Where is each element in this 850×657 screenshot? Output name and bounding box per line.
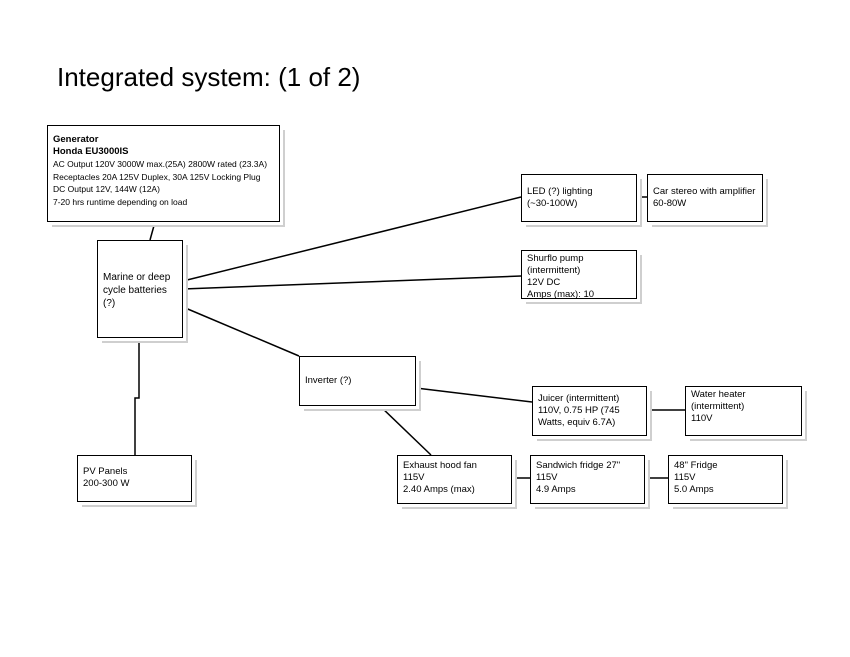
- car-stereo-node: Car stereo with amplifier 60-80W: [647, 174, 763, 222]
- juicer-label: Juicer (intermittent): [538, 393, 620, 404]
- edge-batteries-pv-panels: [134, 338, 140, 455]
- juicer-spec-1: 110V, 0.75 HP (745: [538, 405, 620, 416]
- edge-inverter-juicer: [415, 387, 533, 403]
- water-heater-node: Water heater (intermittent) 110V: [685, 386, 802, 436]
- sandwich-fridge-label: Sandwich fridge 27": [536, 460, 621, 471]
- water-heater-voltage: 110V: [691, 413, 713, 424]
- exhaust-hood-fan-voltage: 115V: [403, 472, 425, 483]
- fridge-48-node: 48" Fridge 115V 5.0 Amps: [668, 455, 783, 504]
- juicer-spec-2: Watts, equiv 6.7A): [538, 417, 616, 428]
- edge-generator-batteries: [149, 221, 156, 241]
- exhaust-hood-fan-amps: 2.40 Amps (max): [403, 484, 475, 495]
- edge-batteries-led-lighting: [182, 196, 522, 282]
- generator-label: Generator: [53, 134, 99, 145]
- generator-dc-output: DC Output 12V, 144W (12A): [53, 184, 160, 194]
- inverter-node: Inverter (?): [299, 356, 416, 406]
- shurflo-pump-node: Shurflo pump (intermittent) 12V DC Amps …: [521, 250, 637, 299]
- edge-batteries-inverter: [182, 306, 300, 357]
- generator-ac-output: AC Output 120V 3000W max.(25A) 2800W rat…: [53, 159, 268, 169]
- exhaust-hood-fan-label: Exhaust hood fan: [403, 460, 477, 471]
- fridge-48-amps: 5.0 Amps: [674, 484, 714, 495]
- juicer-node: Juicer (intermittent) 110V, 0.75 HP (745…: [532, 386, 647, 436]
- led-lighting-wattage: (~30-100W): [527, 198, 578, 209]
- batteries-line-1: Marine or deep: [103, 272, 171, 283]
- car-stereo-label: Car stereo with amplifier: [653, 186, 756, 197]
- shurflo-pump-label: Shurflo pump: [527, 253, 584, 264]
- car-stereo-wattage: 60-80W: [653, 198, 687, 209]
- page-title: Integrated system: (1 of 2): [57, 62, 361, 92]
- generator-node: Generator Honda EU3000IS AC Output 120V …: [47, 125, 280, 222]
- shurflo-pump-voltage: 12V DC: [527, 277, 561, 288]
- edge-batteries-shurflo-pump: [182, 275, 522, 290]
- led-lighting-node: LED (?) lighting (~30-100W): [521, 174, 637, 222]
- sandwich-fridge-amps: 4.9 Amps: [536, 484, 576, 495]
- generator-receptacles: Receptacles 20A 125V Duplex, 30A 125V Lo…: [53, 171, 261, 182]
- generator-model: Honda EU3000IS: [53, 146, 129, 157]
- batteries-line-2: cycle batteries: [103, 285, 167, 296]
- sandwich-fridge-node: Sandwich fridge 27" 115V 4.9 Amps: [530, 455, 645, 504]
- water-heater-duty: (intermittent): [691, 401, 745, 412]
- pv-panels-node: PV Panels 200-300 W: [77, 455, 192, 502]
- shurflo-pump-duty: (intermittent): [527, 265, 581, 276]
- sandwich-fridge-voltage: 115V: [536, 472, 558, 483]
- fridge-48-voltage: 115V: [674, 472, 696, 483]
- pv-panels-label: PV Panels: [83, 466, 128, 477]
- batteries-node: Marine or deep cycle batteries (?): [97, 240, 183, 338]
- water-heater-label: Water heater: [691, 389, 746, 400]
- pv-panels-wattage: 200-300 W: [83, 478, 130, 489]
- generator-runtime: 7-20 hrs runtime depending on load: [53, 196, 188, 207]
- edge-inverter-exhaust-hood-fan: [379, 405, 432, 456]
- shurflo-pump-amps: Amps (max): 10: [527, 289, 595, 299]
- fridge-48-label: 48" Fridge: [674, 460, 718, 471]
- batteries-line-3: (?): [103, 298, 116, 309]
- inverter-label: Inverter (?): [305, 375, 352, 386]
- led-lighting-label: LED (?) lighting: [527, 186, 593, 197]
- exhaust-hood-fan-node: Exhaust hood fan 115V 2.40 Amps (max): [397, 455, 512, 504]
